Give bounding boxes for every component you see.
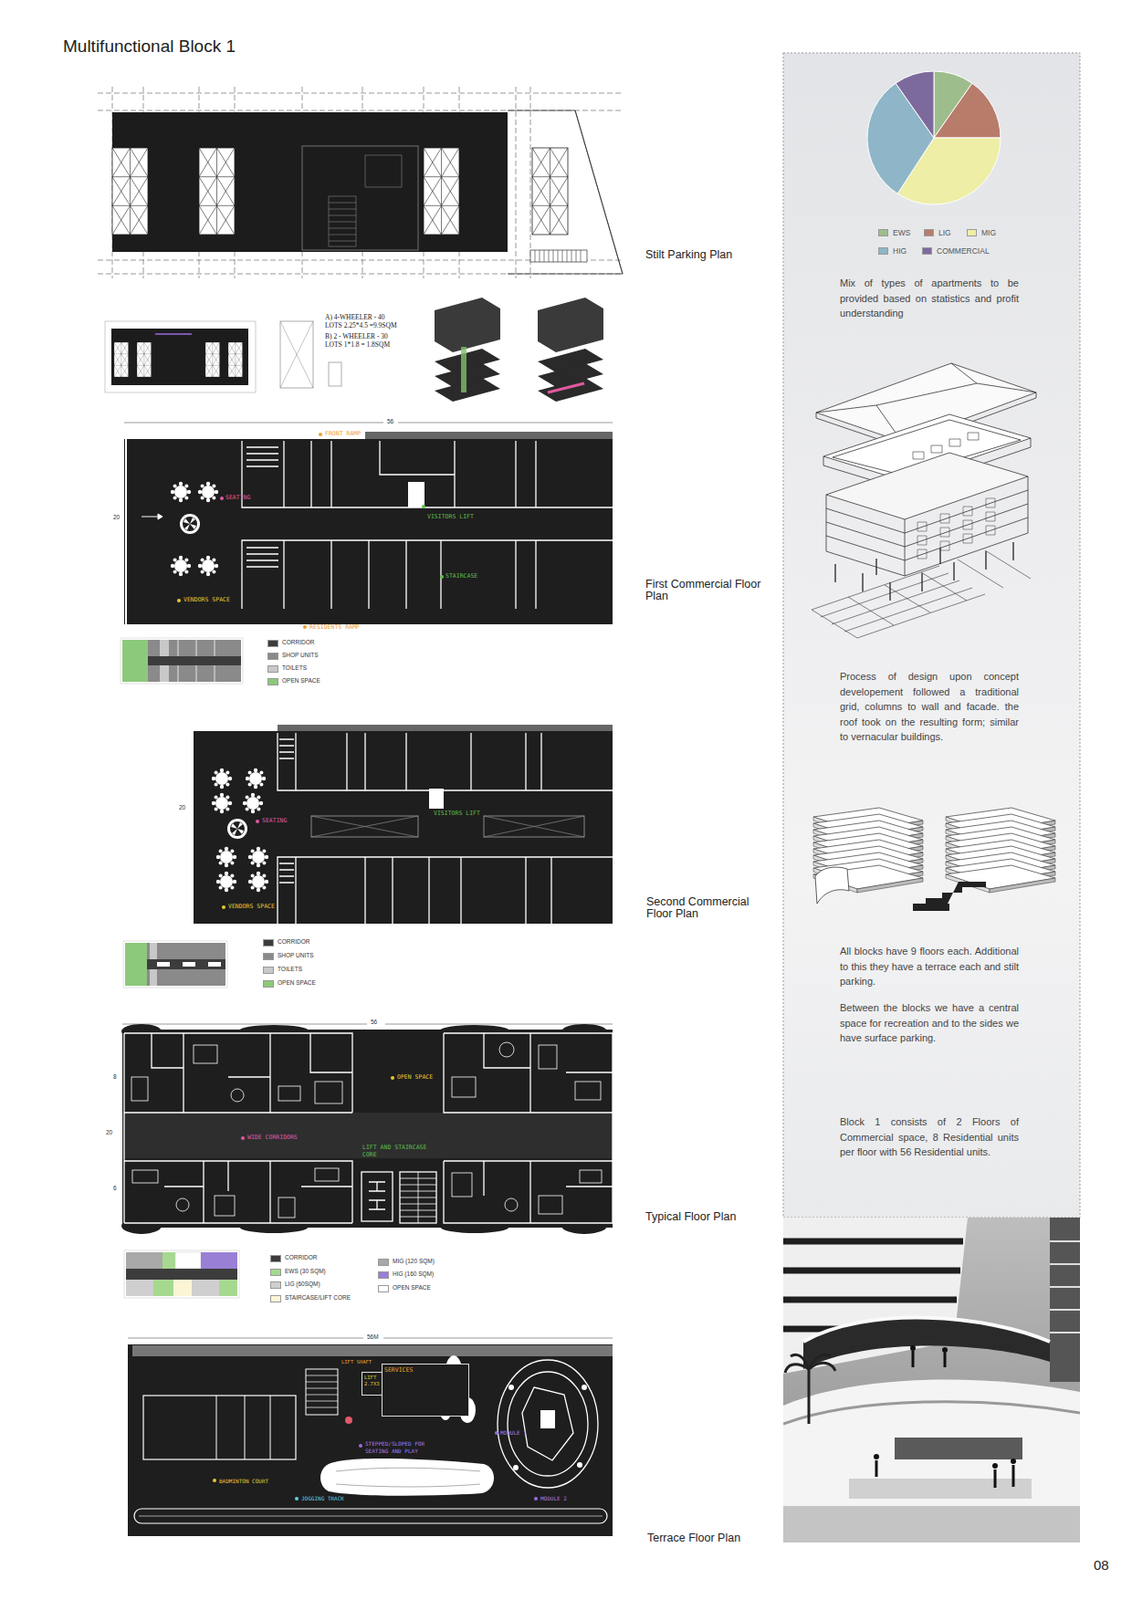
space-label: SEATING [225, 494, 251, 503]
room-label: LIFT 2.7X3 [364, 1374, 380, 1388]
legend-label: TOILETS [277, 965, 303, 974]
space-label: LIFT SHAFT [341, 1359, 372, 1366]
note-text: Mix of types of apartments to be provide… [839, 275, 1019, 322]
legend-swatch [966, 229, 977, 237]
legend-label: SHOP UNITS [277, 952, 315, 960]
first-commercial-plan [120, 422, 613, 684]
legend-label: CORRIDOR [284, 1254, 317, 1262]
legend-label: COMMERCIAL [936, 246, 990, 256]
legend-swatch [270, 1255, 282, 1263]
legend-label: TOILETS [282, 664, 307, 672]
legend-swatch [262, 939, 274, 947]
dimension: 56 [370, 1018, 378, 1027]
legend-label: CORRIDOR [277, 938, 310, 946]
legend-swatch [267, 665, 279, 673]
legend-swatch [377, 1271, 389, 1279]
legend-swatch [377, 1285, 389, 1293]
legend-swatch [377, 1258, 389, 1267]
parking-note: A) 4-WHEELER - 40 LOTS 2.25*4.5 =9.9SQM [324, 313, 400, 330]
legend-label: EWS (30 SQM) [284, 1268, 326, 1276]
parking-note: B) 2 - WHEELER - 30 LOTS 1*1.8 = 1.8SQM [324, 332, 400, 349]
legend-label: HIG [892, 246, 907, 256]
space-label: STAIRCASE [445, 573, 478, 581]
legend-swatch [267, 639, 279, 648]
legend-label: OPEN SPACE [392, 1284, 431, 1292]
legend-label: SHOP UNITS [282, 651, 319, 660]
side-panel [783, 52, 1080, 1218]
legend-swatch [270, 1268, 282, 1277]
space-label: WIDE CORRIDORS [247, 1134, 298, 1143]
plan-title: Second Commercial Floor Plan [646, 896, 770, 921]
legend-label: LIG [938, 228, 952, 238]
typical-floor-plan [121, 1024, 613, 1299]
legend-swatch [923, 229, 934, 237]
legend-swatch [262, 966, 274, 975]
plan-room: LIFT 2.7X3 [361, 1372, 383, 1396]
dimension: 20 [105, 1129, 113, 1137]
legend-label: LIG (60SQM) [284, 1280, 321, 1289]
legend-label: OPEN SPACE [282, 677, 321, 685]
plan-title: First Commercial Floor Plan [645, 578, 765, 603]
space-label: VENDORS SPACE [228, 903, 275, 912]
terrace-floor-plan [127, 1338, 613, 1537]
legend-swatch [267, 678, 279, 686]
space-label: JOGGING TRACK [301, 1495, 345, 1502]
dimension: 20 [113, 513, 120, 522]
render-image [783, 1217, 1080, 1543]
note-text: All blocks have 9 floors each. Additiona… [839, 943, 1019, 990]
legend-swatch [262, 980, 274, 988]
legend-label: EWS [892, 228, 911, 238]
stilt-parking-plan [97, 86, 623, 402]
legend-label: CORRIDOR [282, 639, 315, 647]
note-text: Between the blocks we have a central spa… [839, 1000, 1019, 1047]
space-label: SEATING [262, 817, 287, 826]
dimension: 6 [113, 1184, 117, 1193]
space-label: VISITORS LIFT [433, 810, 481, 818]
legend-swatch [878, 229, 889, 237]
dimension: 20 [178, 804, 186, 812]
space-label: BADMINTON COURT [219, 1477, 269, 1485]
legend-swatch [922, 247, 933, 255]
legend-label: MIG [981, 228, 996, 238]
plan-room: SERVICES [381, 1363, 470, 1417]
exploded-axonometric [811, 363, 1037, 639]
space-label: VISITORS LIFT [427, 513, 474, 522]
legend-swatch [267, 652, 279, 661]
room-label: SERVICES [384, 1366, 467, 1374]
space-label: FRONT RAMP [324, 430, 361, 439]
legend-label: MIG (120 SQM) [392, 1257, 435, 1266]
legend-label: OPEN SPACE [277, 979, 316, 987]
dimension: 56 [387, 418, 394, 426]
plan-title: Stilt Parking Plan [645, 248, 733, 263]
note-text: Block 1 consists of 2 Floors of Commerci… [839, 1114, 1019, 1161]
space-label: MODULE 2 [540, 1495, 567, 1502]
massing-studies [813, 807, 1056, 912]
dimension: 8 [113, 1073, 117, 1081]
space-label: STEPPED/SLOPED FOR SEATING AND PLAY [365, 1440, 430, 1455]
dimension: 56M [366, 1333, 379, 1342]
legend-swatch [270, 1281, 282, 1290]
sheet-title: Multifunctional Block 1 [62, 36, 236, 58]
plan-title: Typical Floor Plan [645, 1210, 736, 1225]
second-commercial-plan [123, 724, 613, 988]
legend-swatch [270, 1295, 282, 1303]
legend-label: STAIRCASE/LIFT CORE [284, 1294, 351, 1302]
space-label: LIFT AND STAIRCASE CORE [362, 1143, 432, 1159]
space-label: RESIDENTS RAMP [309, 624, 360, 632]
note-text: Process of design upon concept developem… [839, 669, 1019, 745]
legend-swatch [878, 247, 889, 255]
legend-label: HIG (160 SQM) [392, 1270, 434, 1279]
plan-title: Terrace Floor Plan [647, 1531, 741, 1546]
space-label: OPEN SPACE [397, 1074, 433, 1082]
page-number: 08 [1093, 1557, 1110, 1574]
space-label: MODULE 1 [500, 1429, 527, 1436]
legend-swatch [262, 953, 274, 961]
space-label: VENDORS SPACE [183, 597, 231, 605]
